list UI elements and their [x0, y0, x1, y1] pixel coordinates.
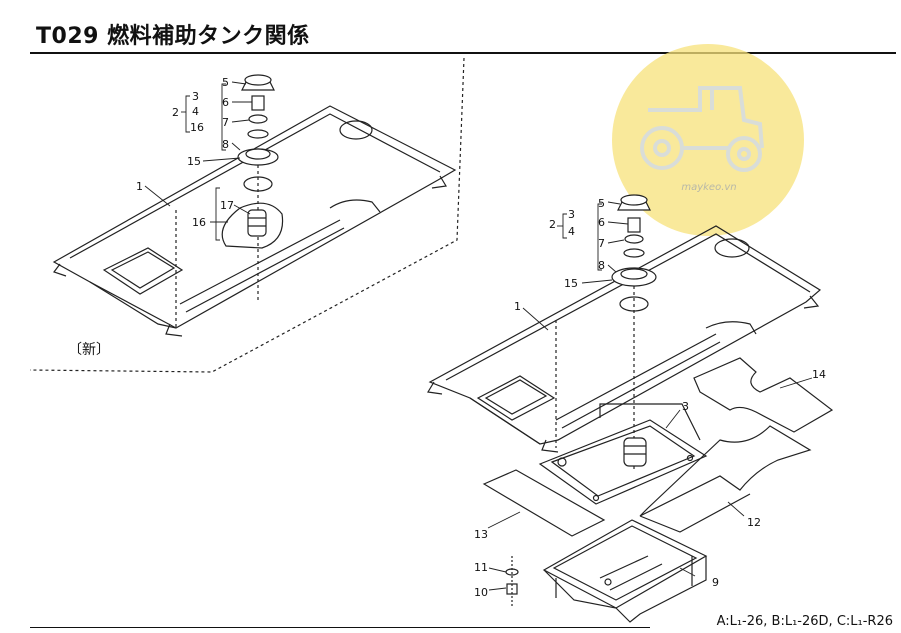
callout-right-15: 15: [564, 277, 578, 290]
right-filler-cap-assembly: [555, 194, 657, 470]
model-applicability-note: A:L₁-26, B:L₁-26D, C:L₁-R26: [716, 614, 893, 629]
right-callout-labels: 5 6 7 8 3 4 2 15 1 3 14 12 13 9 11 10: [474, 197, 826, 599]
callout-left-16a: 16: [190, 121, 204, 134]
callout-right-12: 12: [747, 516, 761, 529]
callout-right-3b: 3: [682, 400, 689, 413]
callout-right-11: 11: [474, 561, 488, 574]
callout-right-9: 9: [712, 576, 719, 589]
cushion-pad-12: [639, 425, 812, 533]
bolt-and-washer: [505, 556, 519, 606]
tank-tray-9: [542, 519, 708, 623]
left-cover-plate: [52, 105, 457, 337]
callout-right-14: 14: [812, 368, 826, 381]
callout-left-5: 5: [222, 76, 229, 89]
callout-right-1: 1: [514, 300, 521, 313]
callout-left-7: 7: [222, 116, 229, 129]
callout-left-2: 2: [172, 106, 179, 119]
callout-right-13: 13: [474, 528, 488, 541]
callout-left-17: 17: [220, 199, 234, 212]
callout-right-6: 6: [598, 216, 605, 229]
callout-right-5: 5: [598, 197, 605, 210]
callout-left-16: 16: [192, 216, 206, 229]
callout-left-4: 4: [192, 105, 199, 118]
left-callout-labels: 5 6 7 8 3 4 16 2 15 1 17 16: [136, 76, 234, 229]
right-cover-plate: [427, 225, 822, 453]
callout-left-3: 3: [192, 90, 199, 103]
callout-left-6: 6: [222, 96, 229, 109]
bottom-rule: [30, 627, 650, 628]
callout-right-7: 7: [598, 237, 605, 250]
callout-left-1: 1: [136, 180, 143, 193]
callout-right-10: 10: [474, 586, 488, 599]
sub-tank: [538, 403, 708, 505]
title-rule: [30, 52, 896, 54]
callout-right-8: 8: [598, 259, 605, 272]
callout-right-4: 4: [568, 225, 575, 238]
tractor-icon: [640, 86, 764, 172]
inset-dashed-border: [29, 57, 465, 373]
left-leader-lines: [144, 81, 252, 241]
callout-left-15: 15: [187, 155, 201, 168]
callout-left-8: 8: [222, 138, 229, 151]
cushion-pad-13: [482, 469, 606, 537]
watermark-logo: maykeo.vn: [612, 44, 804, 236]
callout-right-3: 3: [568, 208, 575, 221]
left-filler-cap-assembly: [175, 74, 284, 330]
right-leader-lines: [487, 201, 813, 591]
page-title: T029 燃料補助タンク関係: [36, 24, 310, 49]
watermark-caption: maykeo.vn: [681, 182, 736, 193]
callout-right-2: 2: [549, 218, 556, 231]
cushion-pad-14: [693, 357, 834, 433]
inset-label: 〔新〕: [68, 342, 110, 358]
